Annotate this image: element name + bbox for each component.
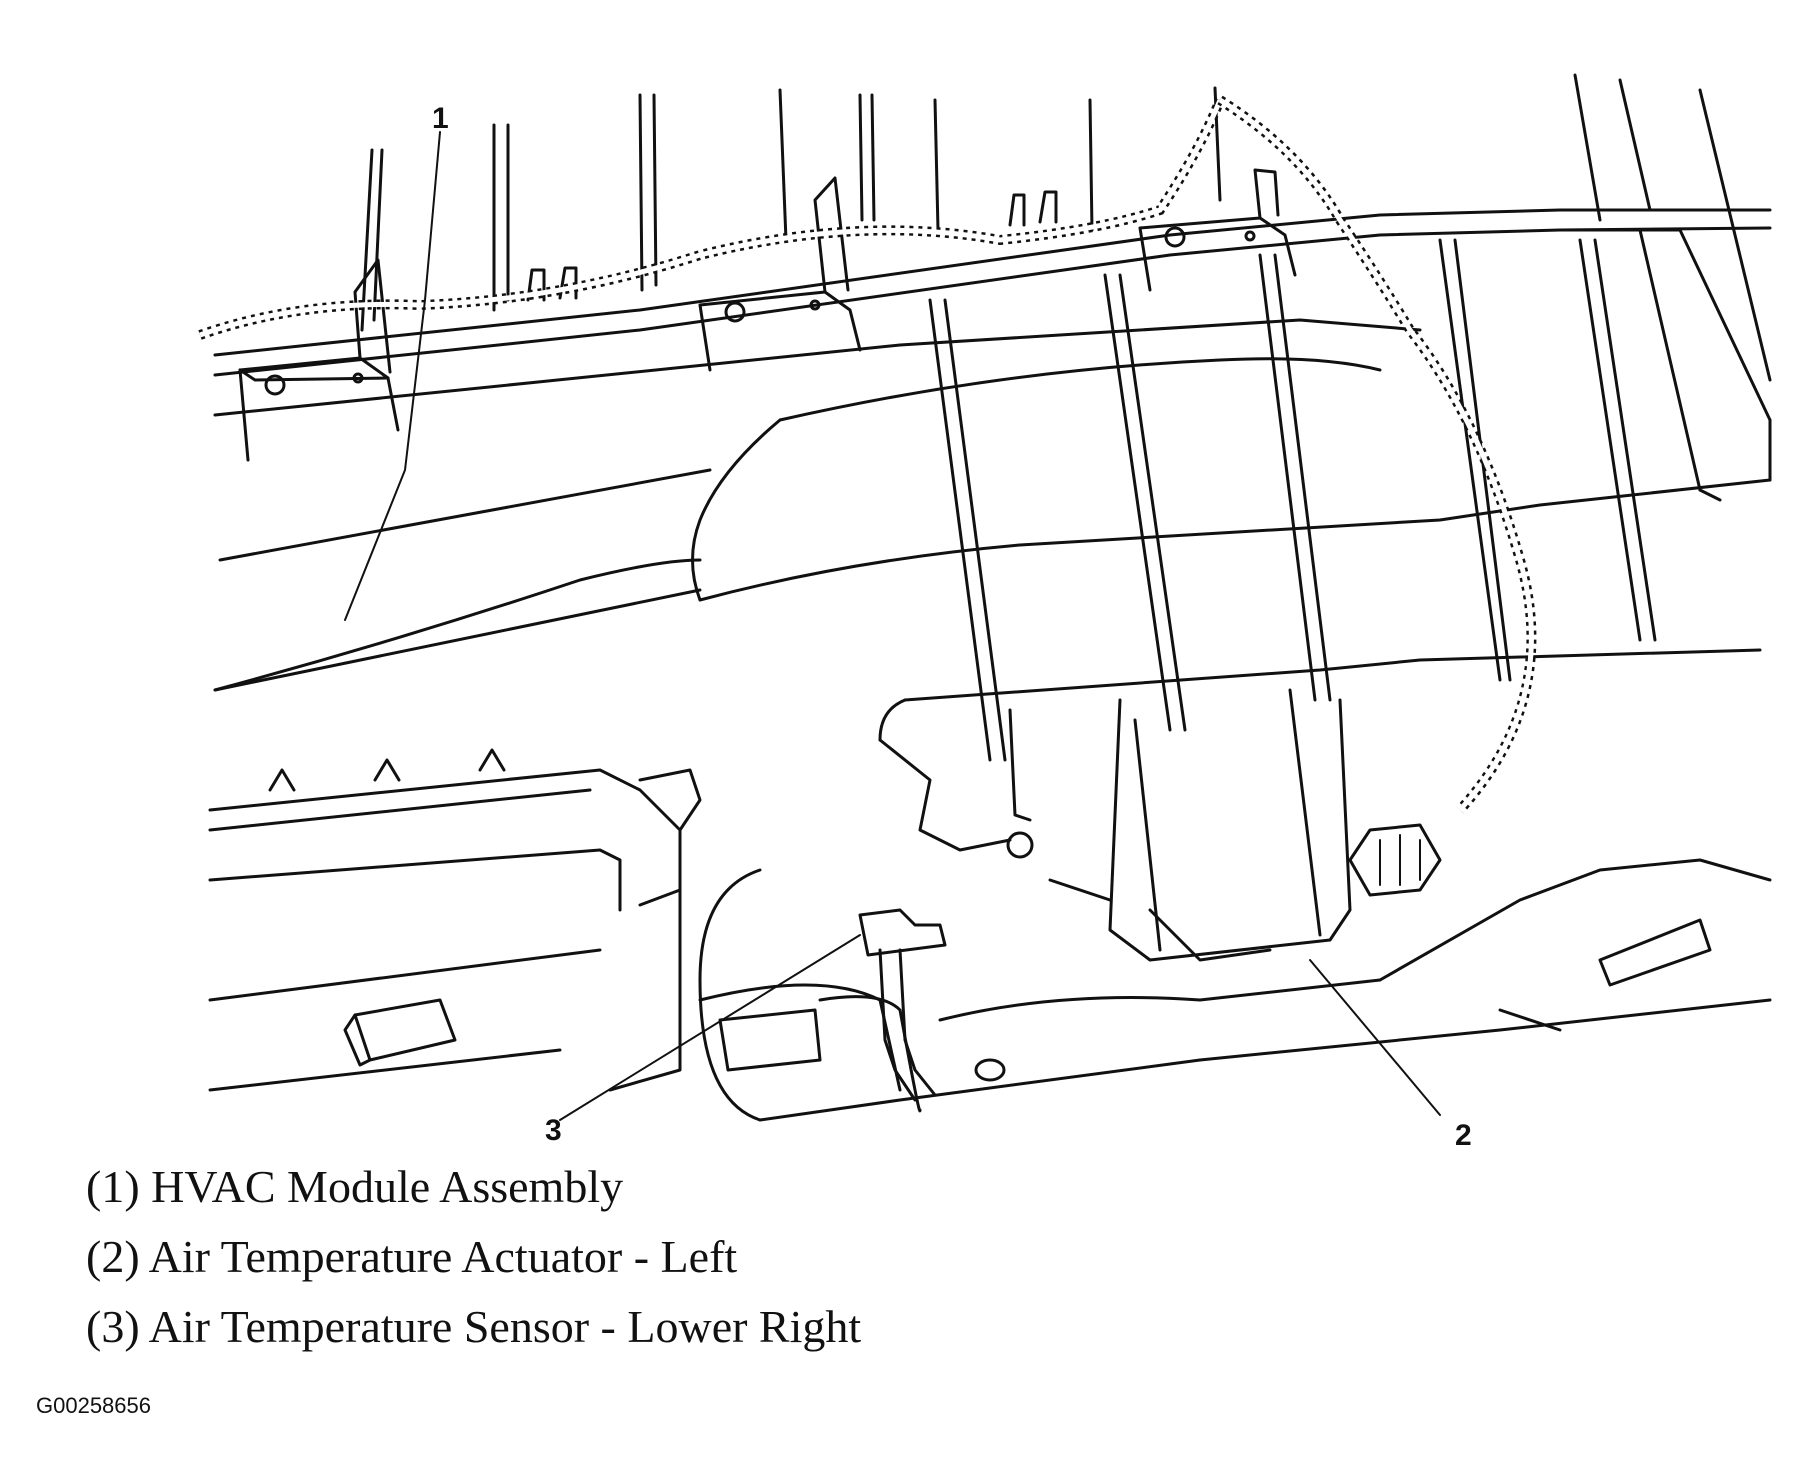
floor-pan (698, 858, 1772, 1122)
legend-item-air-temp-actuator: (2) Air Temperature Actuator - Left (86, 1231, 738, 1282)
wire-connector (1348, 823, 1442, 897)
mounting-brackets (238, 168, 1297, 462)
legend-item-hvac-module: (1) HVAC Module Assembly (86, 1161, 624, 1212)
lower-duct (208, 748, 702, 1092)
callout-3: 3 (545, 1114, 562, 1147)
hvac-module-housing (213, 208, 1772, 762)
legend-item-air-temp-sensor: (3) Air Temperature Sensor - Lower Right (86, 1301, 862, 1352)
temperature-sensor (858, 908, 947, 1102)
actuator-housing (878, 688, 1352, 962)
figure-id: G00258656 (36, 1393, 151, 1418)
callout-1: 1 (432, 102, 449, 135)
wiring-harness (198, 95, 1537, 814)
leader-lines (344, 131, 1441, 1121)
callout-2: 2 (1455, 1119, 1472, 1150)
component-legend: (1) HVAC Module Assembly (2) Air Tempera… (86, 1152, 861, 1362)
hvac-module-line-drawing: 1 2 3 (198, 73, 1772, 1150)
